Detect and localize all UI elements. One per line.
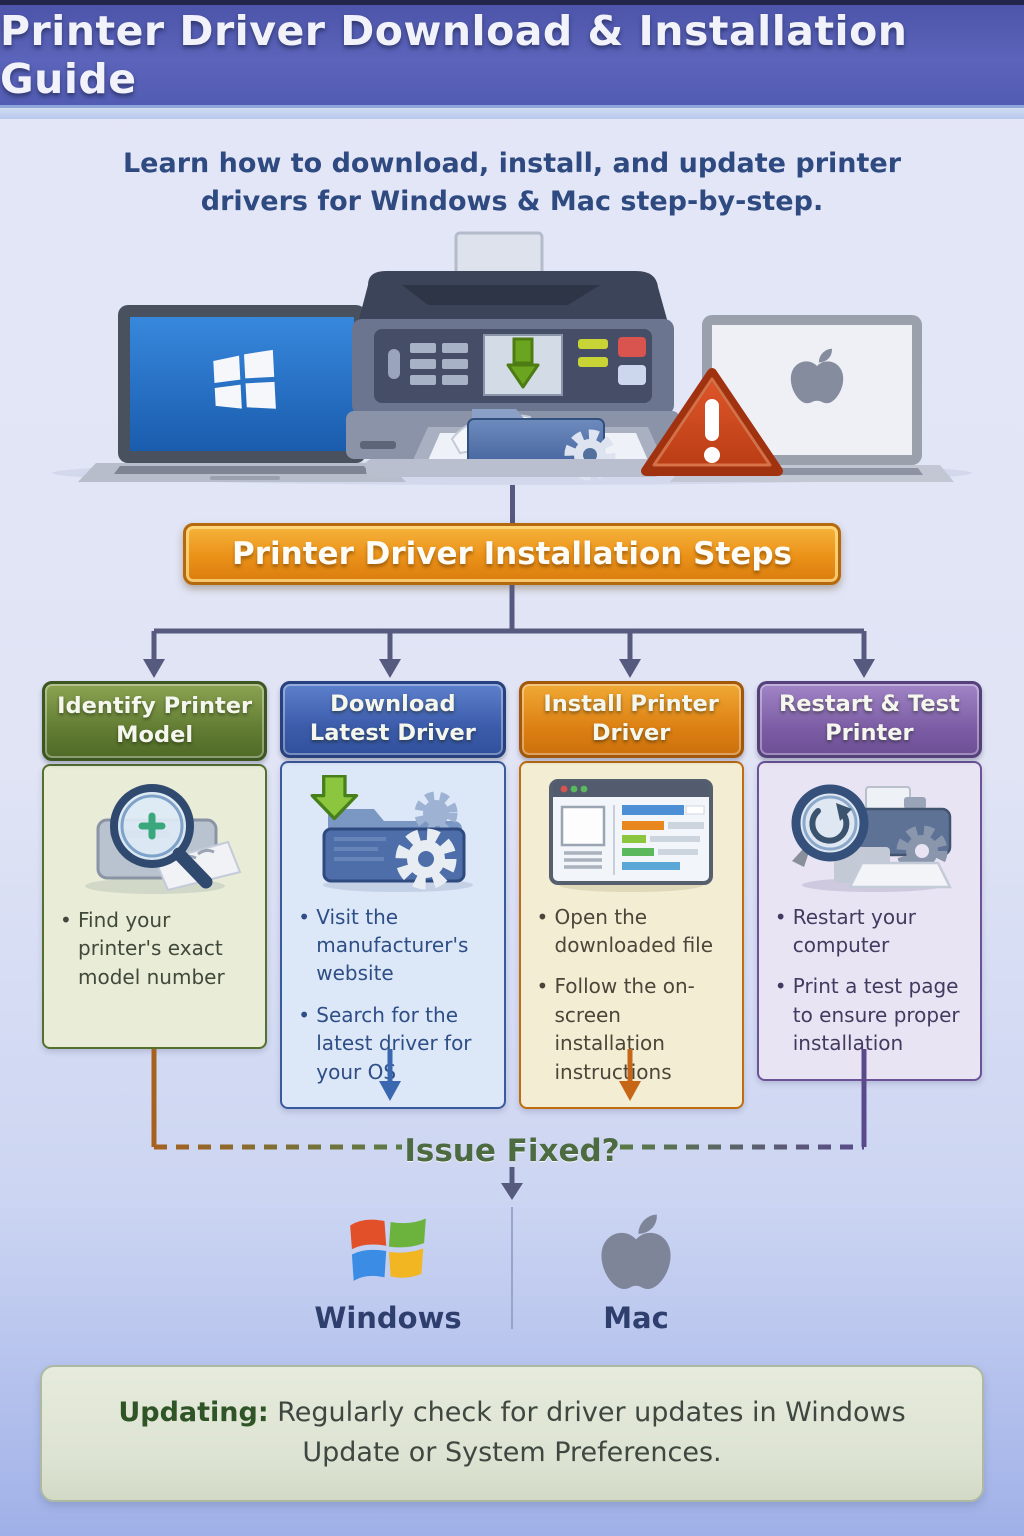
step-body: Visit the manufacturer's website Search … xyxy=(280,760,506,1109)
issue-fixed-label: Issue Fixed? xyxy=(404,1132,620,1169)
platforms-row: Windows Mac xyxy=(0,1203,1024,1335)
bullet: Find your printer's exact model number xyxy=(58,906,251,991)
updating-note: Updating: Regularly check for driver upd… xyxy=(40,1364,984,1502)
step-restart-test-printer: Restart & Test Printer Restart your comp xyxy=(756,680,982,1081)
platform-label: Mac xyxy=(603,1300,669,1335)
top-border-strip xyxy=(0,0,1024,5)
platform-windows: Windows xyxy=(293,1203,483,1335)
magnifier-printer-icon xyxy=(84,784,241,895)
bullet: Visit the manufacturer's website xyxy=(296,903,489,988)
step-title: Restart & Test Printer xyxy=(756,680,982,758)
updating-note-text: Regularly check for driver updates in Wi… xyxy=(268,1396,906,1469)
step-bullets: Restart your computer Print a test page … xyxy=(773,903,966,1058)
step-bullets: Find your printer's exact model number xyxy=(58,906,251,991)
subtitle-text: Learn how to download, install, and upda… xyxy=(122,148,902,217)
platform-divider xyxy=(511,1206,513,1329)
bullet: Open the downloaded file xyxy=(535,903,728,960)
bullet: Follow the on-screen installation instru… xyxy=(535,972,728,1086)
bullet: Search for the latest driver for your OS xyxy=(296,1001,489,1086)
connector-steps-to-decision xyxy=(151,1048,867,1200)
platform-mac: Mac xyxy=(541,1203,731,1335)
apple-logo-icon xyxy=(601,1214,671,1289)
step-title: Identify Printer Model xyxy=(42,680,268,762)
connector-printer-to-banner xyxy=(509,484,515,523)
download-folder-gear-icon xyxy=(310,774,473,892)
connector-banner-to-steps xyxy=(143,584,875,678)
apple-logo-screen-icon xyxy=(790,348,844,403)
step-body: Find your printer's exact model number xyxy=(42,764,268,1049)
printer-icon xyxy=(346,231,680,481)
windows-logo-icon xyxy=(350,1218,426,1281)
step-identify-printer-model: Identify Printer Model Find your printer… xyxy=(42,680,268,1049)
windows-laptop-icon xyxy=(78,304,406,482)
step-install-printer-driver: Install Printer Driver Open the download… xyxy=(518,680,744,1109)
download-arrow-icon xyxy=(506,337,540,389)
warning-triangle-icon xyxy=(641,367,783,476)
step-title: Install Printer Driver xyxy=(518,680,744,758)
hero-illustration xyxy=(52,231,972,485)
step-bullets: Open the downloaded file Follow the on-s… xyxy=(535,903,728,1086)
banner-label: Printer Driver Installation Steps xyxy=(232,535,792,572)
steps-row: Identify Printer Model Find your printer… xyxy=(42,680,982,1109)
installer-window-icon xyxy=(549,778,714,892)
step-title: Download Latest Driver xyxy=(280,680,506,758)
bullet: Restart your computer xyxy=(773,903,966,960)
step-download-latest-driver: Download Latest Driver Visit the manufac… xyxy=(280,680,506,1109)
platform-label: Windows xyxy=(314,1300,462,1335)
step-bullets: Visit the manufacturer's website Search … xyxy=(296,903,489,1086)
updating-note-label: Updating: xyxy=(118,1396,269,1428)
bullet: Print a test page to ensure proper insta… xyxy=(773,972,966,1057)
decision-section: Issue Fixed? xyxy=(0,1048,1024,1201)
header-divider xyxy=(0,108,1024,119)
page-title: Printer Driver Download & Installation G… xyxy=(0,7,908,103)
header-band: Printer Driver Download & Installation G… xyxy=(0,5,1024,108)
restart-magnifier-printer-icon xyxy=(791,784,953,892)
step-body: Restart your computer Print a test page … xyxy=(756,760,982,1081)
installation-steps-banner: Printer Driver Installation Steps xyxy=(183,522,841,585)
